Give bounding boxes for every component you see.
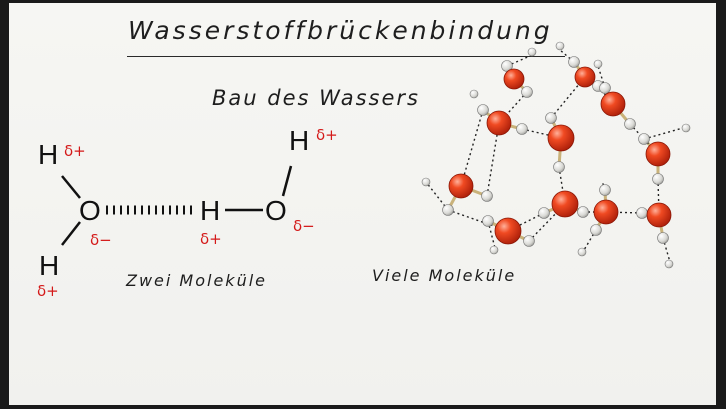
- oxygen-atom: [574, 66, 596, 88]
- charge-h3: δ+: [200, 230, 222, 248]
- page-title: Wasserstoffbrückenbindung: [128, 16, 553, 45]
- atom-h2: H: [39, 250, 60, 281]
- atom-h3: H: [200, 195, 221, 226]
- bond-o2-h4: [281, 165, 293, 197]
- hydrogen-atom: [538, 207, 550, 219]
- bond-o1-h2: [61, 221, 81, 246]
- charge-o2: δ−: [293, 217, 315, 235]
- hydrogen-atom: [577, 206, 589, 218]
- hydrogen-atom: [568, 56, 580, 68]
- hydrogen-atom: [636, 207, 648, 219]
- hydrogen-bond: [425, 181, 449, 211]
- screen-edge-left: [0, 0, 9, 409]
- oxygen-atom: [494, 217, 522, 245]
- oxygen-atom: [645, 141, 671, 167]
- oxygen-atom: [646, 202, 672, 228]
- oxygen-atom: [593, 199, 619, 225]
- oxygen-atom: [448, 173, 474, 199]
- hydrogen-atom: [469, 89, 479, 99]
- hydrogen-atom: [638, 133, 650, 145]
- hydrogen-bond: [583, 229, 597, 251]
- hydrogen-atom: [553, 161, 565, 173]
- title-underline: [127, 56, 565, 57]
- hydrogen-bond: [498, 91, 528, 124]
- oxygen-atom: [551, 190, 579, 218]
- charge-o1: δ−: [90, 231, 112, 249]
- hydrogen-bond: [559, 49, 575, 63]
- hydrogen-bond: [597, 65, 606, 89]
- hydrogen-bond: [528, 203, 566, 242]
- hydrogen-atom: [599, 82, 611, 94]
- charge-h4: δ+: [316, 126, 338, 144]
- charge-h2: δ+: [37, 282, 59, 300]
- bond-o1-h1: [61, 175, 81, 199]
- hydrogen-atom: [545, 112, 557, 124]
- hydrogen-atom: [477, 104, 489, 116]
- caption-many-molecules: Viele Moleküle: [372, 266, 517, 285]
- hydrogen-atom: [657, 232, 669, 244]
- hydrogen-atom: [593, 59, 603, 69]
- hydrogen-bond: [662, 237, 671, 263]
- cluster-bonds: [446, 61, 665, 243]
- oxygen-atom: [600, 91, 626, 117]
- hydrogen-atom: [481, 190, 493, 202]
- hydrogen-bond: [506, 55, 531, 67]
- hydrogen-atom: [516, 123, 528, 135]
- oxygen-atom: [503, 68, 525, 90]
- atom-h1: H: [38, 139, 59, 170]
- hydrogen-atom: [590, 224, 602, 236]
- caption-two-molecules: Zwei Moleküle: [126, 271, 267, 290]
- hydrogen-atom: [555, 41, 565, 51]
- hydrogen-atom: [421, 177, 431, 187]
- atom-h4: H: [289, 125, 310, 156]
- hydrogen-bond: [521, 128, 562, 139]
- screen-edge-bottom: [0, 405, 726, 409]
- hydrogen-bond: [507, 212, 545, 232]
- hydrogen-atom: [482, 215, 494, 227]
- hydrogen-atom: [527, 47, 537, 57]
- hydrogen-atom: [523, 235, 535, 247]
- hydrogen-atom: [442, 204, 454, 216]
- hydrogen-bond: [550, 76, 586, 119]
- hydrogen-atom: [664, 259, 674, 269]
- hydrogen-atom: [489, 245, 499, 255]
- cluster-atoms: [421, 41, 691, 269]
- charge-h1: δ+: [64, 142, 86, 160]
- hydrogen-atom: [521, 86, 533, 98]
- screen-edge-top: [0, 0, 726, 3]
- hydrogen-atom: [577, 247, 587, 257]
- hydrogen-atom: [599, 184, 611, 196]
- atom-o1: O: [79, 195, 101, 226]
- screen-edge-right: [716, 0, 726, 409]
- oxygen-atom: [547, 124, 575, 152]
- hydrogen-atom: [624, 118, 636, 130]
- hydrogen-bond: [460, 109, 484, 187]
- hydrogen-bond: [447, 209, 509, 232]
- hydrogen-atom: [652, 173, 664, 185]
- oxygen-atom: [486, 110, 512, 136]
- atom-o2: O: [265, 195, 287, 226]
- section-subtitle: Bau des Wassers: [212, 86, 420, 110]
- hydrogen-atom: [681, 123, 691, 133]
